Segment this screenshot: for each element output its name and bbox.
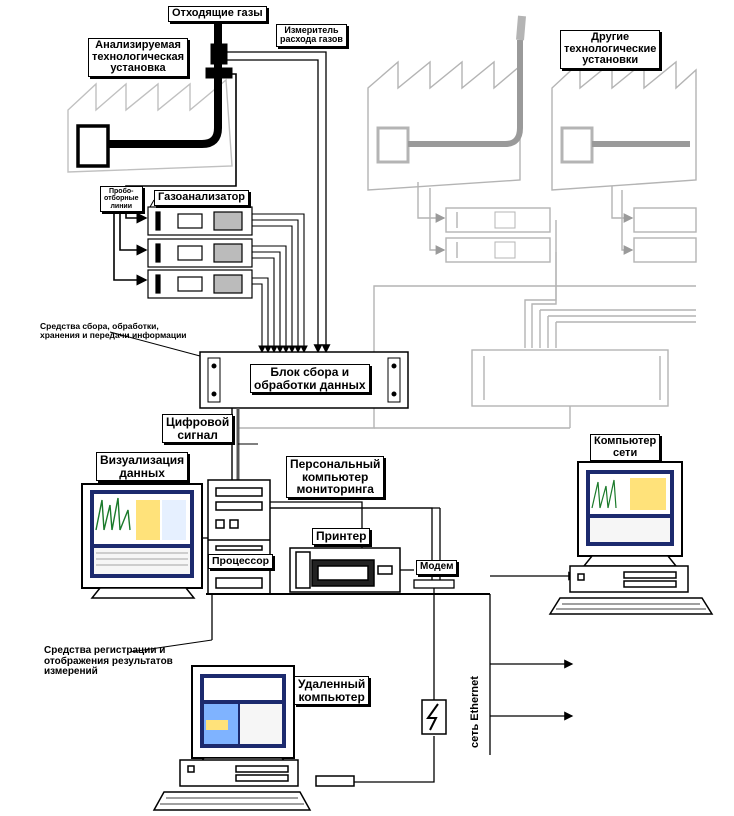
label-monitoring-pc: Персональный компьютер мониторинга <box>286 456 385 498</box>
analyzed-plant-building <box>67 78 233 173</box>
label-digital-signal: Цифровой сигнал <box>162 414 234 444</box>
label-modem: Модем <box>416 560 458 575</box>
label-network-computer: Компьютер сети <box>590 434 661 462</box>
label-remote-computer: Удаленный компьютер <box>294 676 370 706</box>
other-data-unit <box>471 349 669 407</box>
other-plant-2-furnace <box>560 126 594 164</box>
label-flow-meter: Измеритель расхода газов <box>276 24 347 47</box>
monitoring-pc-tower <box>207 479 271 595</box>
modem-device <box>413 579 455 589</box>
label-printer: Принтер <box>312 528 371 545</box>
label-registration-tools: Средства регистрации и отображения резул… <box>44 645 173 677</box>
other-plant-1-furnace <box>376 126 410 164</box>
other-plant-2-building <box>551 60 697 191</box>
label-exhaust-gases: Отходящие газы <box>168 6 267 22</box>
label-analyzed-plant: Анализируемая технологическая установка <box>88 38 188 77</box>
label-sampling-lines: Пробо- отборные линии <box>100 186 143 213</box>
remote-computer <box>152 665 355 811</box>
exhaust-pipe <box>108 18 222 148</box>
flow-meter-sensor <box>210 43 228 65</box>
gas-analyzer-rack <box>147 206 253 299</box>
analyzed-plant <box>67 18 233 173</box>
label-data-visualization: Визуализация данных <box>96 452 189 482</box>
analyzer-unit <box>147 269 253 299</box>
analyzer-unit <box>147 238 253 268</box>
label-gas-analyzer: Газоанализатор <box>154 190 250 206</box>
label-collection-tools: Средства сбора, обработки, хранения и пе… <box>40 321 187 340</box>
label-data-unit: Блок сбора и обработки данных <box>250 364 370 394</box>
other-plant-1-building <box>367 60 521 191</box>
other-plant-1-analyzers <box>445 207 551 263</box>
other-plant-1-pipe <box>408 40 523 147</box>
analyzer-unit <box>147 206 253 236</box>
label-other-plants: Другие технологические установки <box>560 30 661 69</box>
label-processor: Процессор <box>208 554 274 570</box>
furnace <box>76 124 110 168</box>
printer-device <box>289 547 401 593</box>
other-plant-2-analyzers <box>633 207 697 263</box>
visualization-monitor <box>81 483 203 599</box>
network-computer <box>548 461 714 615</box>
label-ethernet: сеть Ethernet <box>469 676 481 748</box>
sampling-probe <box>205 67 233 79</box>
telephone-line-icon <box>421 699 447 735</box>
